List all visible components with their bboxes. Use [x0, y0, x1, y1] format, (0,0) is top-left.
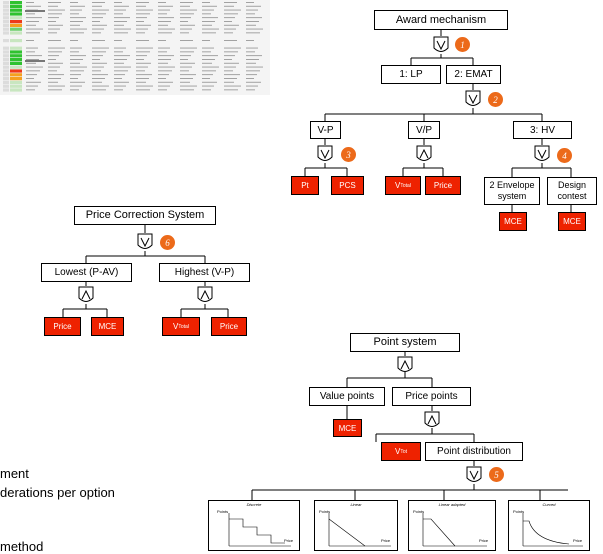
axis-label-price: Price: [573, 538, 583, 543]
pt-leaf: Pt: [291, 176, 319, 195]
axis-label-points: Points: [513, 509, 525, 514]
spreadsheet-thumbnail: [0, 0, 270, 95]
discrete-graph: Discrete Points Price: [208, 500, 300, 551]
v-minus-p-box: V-P: [310, 121, 341, 139]
curved-graph: Curved Points Price: [508, 500, 590, 551]
and-gate-icon: [396, 356, 414, 379]
v-label: V: [394, 447, 401, 456]
v-div-p-box: V/P: [408, 121, 440, 139]
v-label: V: [173, 322, 179, 331]
lp-box: 1: LP: [381, 65, 441, 84]
award-mechanism-box: Award mechanism: [374, 10, 508, 30]
side-text-line-1: ment: [0, 466, 29, 481]
badge-6: 6: [160, 235, 175, 250]
side-text-line-2: derations per option: [0, 485, 115, 500]
value-points-box: Value points: [309, 387, 385, 406]
mce-leaf: MCE: [91, 317, 124, 336]
and-gate-icon: [415, 145, 433, 168]
axis-label-price: Price: [284, 538, 294, 543]
and-gate-icon: [423, 411, 441, 434]
envelope-system-box: 2 Envelope system: [484, 177, 540, 205]
linear-graph: Linear Points Price: [314, 500, 398, 551]
point-system-box: Point system: [350, 333, 460, 352]
point-distribution-box: Point distribution: [425, 442, 523, 461]
axis-label-price: Price: [381, 538, 391, 543]
badge-1: 1: [455, 37, 470, 52]
tot-subscript: Tot: [400, 448, 407, 455]
lowest-box: Lowest (P-AV): [41, 263, 132, 282]
or-gate-icon: [136, 233, 154, 256]
mce-leaf: MCE: [333, 419, 362, 437]
badge-2: 2: [488, 92, 503, 107]
and-gate-icon: [77, 286, 95, 309]
graph-title: Linear adapted: [438, 502, 466, 507]
axis-label-points: Points: [413, 509, 425, 514]
v-label: V: [395, 181, 401, 190]
or-gate-icon: [465, 466, 483, 489]
or-gate-icon: [533, 145, 551, 168]
or-gate-icon: [464, 90, 482, 113]
mce-leaf: MCE: [558, 212, 586, 231]
pcs-leaf: PCS: [331, 176, 364, 195]
total-subscript: Total: [400, 182, 411, 189]
axis-label-points: Points: [319, 509, 331, 514]
price-leaf: Price: [44, 317, 81, 336]
linear-adapted-graph: Linear adapted Points Price: [408, 500, 496, 551]
emat-box: 2: EMAT: [446, 65, 501, 84]
graph-title: Discrete: [246, 502, 262, 507]
or-gate-icon: [316, 145, 334, 168]
total-subscript: Total: [178, 323, 189, 330]
graph-title: Curved: [542, 502, 556, 507]
design-contest-box: Design contest: [547, 177, 597, 205]
and-gate-icon: [196, 286, 214, 309]
hv-box: 3: HV: [513, 121, 572, 139]
highest-box: Highest (V-P): [159, 263, 250, 282]
or-gate-icon: [432, 36, 450, 59]
price-leaf: Price: [211, 317, 247, 336]
badge-4: 4: [557, 148, 572, 163]
graph-title: Linear: [350, 502, 362, 507]
badge-3: 3: [341, 147, 356, 162]
axis-label-points: Points: [217, 509, 229, 514]
axis-label-price: Price: [479, 538, 489, 543]
side-text-line-3: method: [0, 539, 44, 554]
price-points-box: Price points: [392, 387, 471, 406]
mce-leaf: MCE: [499, 212, 527, 231]
badge-5: 5: [489, 467, 504, 482]
price-correction-box: Price Correction System: [74, 206, 216, 225]
price-leaf: Price: [425, 176, 461, 195]
